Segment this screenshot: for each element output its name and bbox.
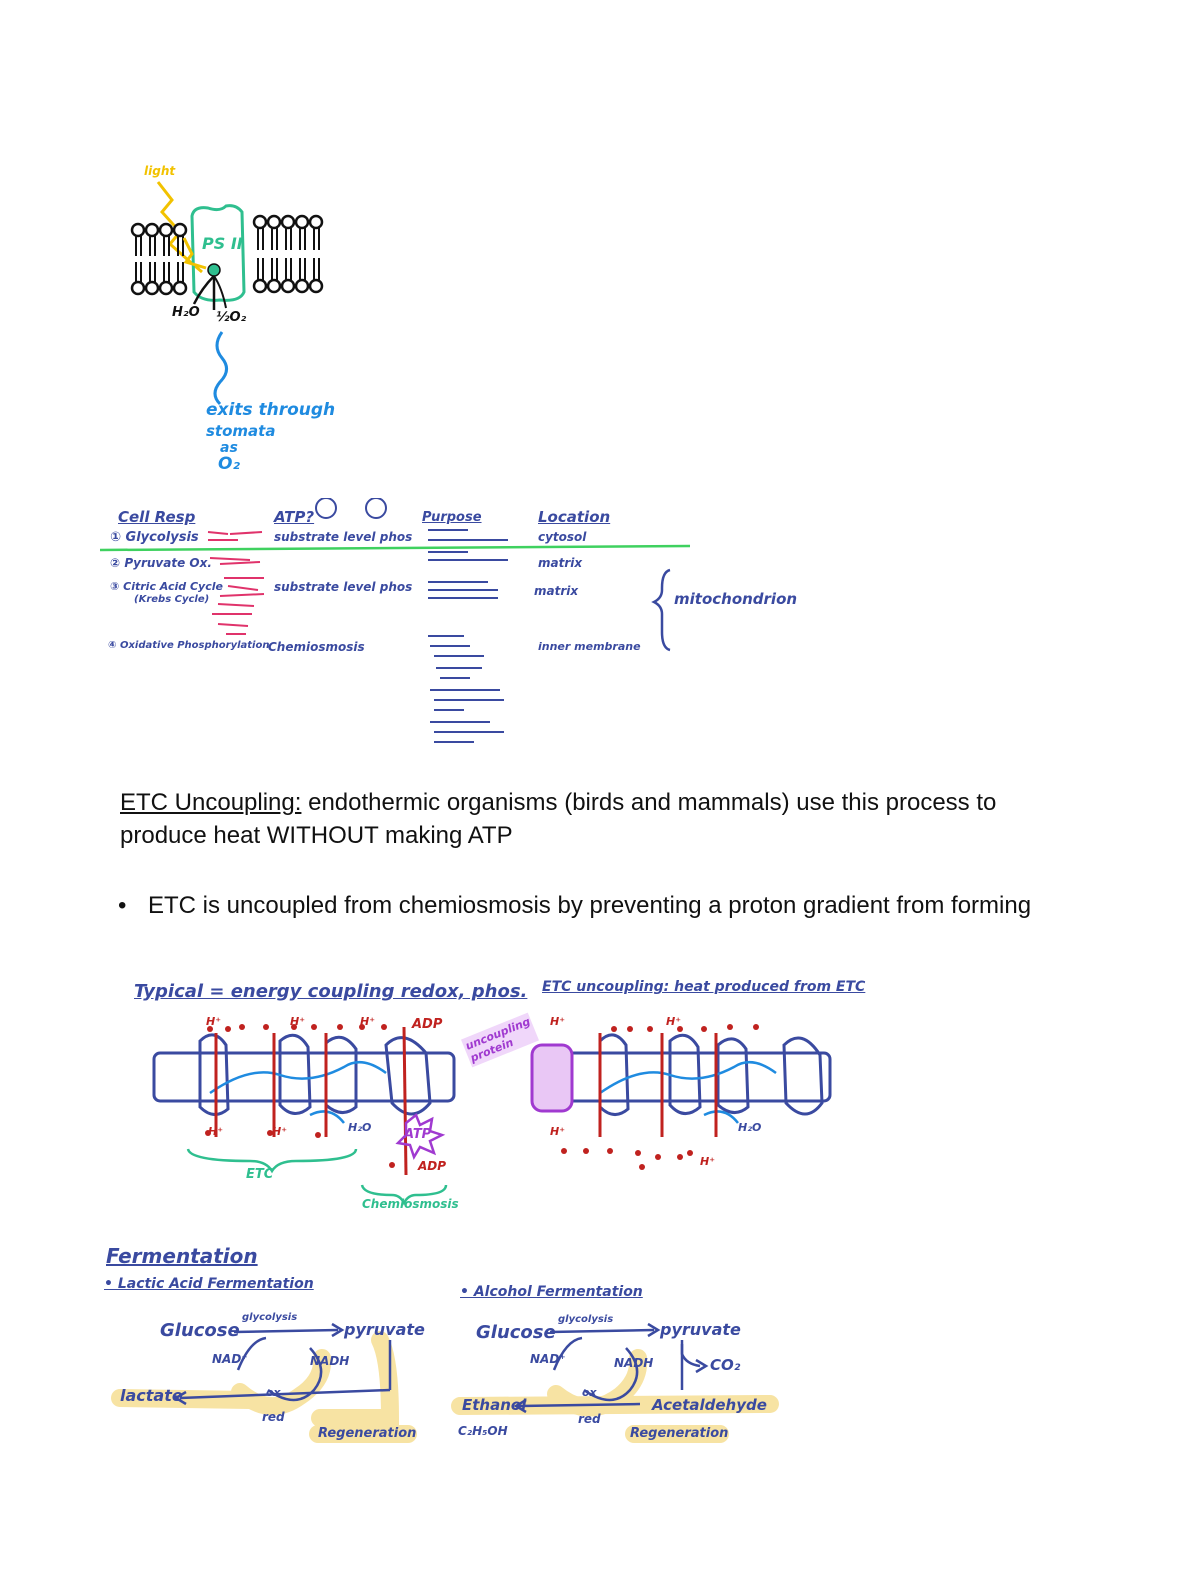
- hplus-label-left-top-2: H⁺: [290, 1015, 306, 1028]
- oxygen-label: ½O₂: [216, 310, 247, 325]
- row-pyruvate-step: ② Pyruvate Ox.: [110, 556, 212, 570]
- uncoupling-title: ETC uncoupling: heat produced from ETC: [542, 979, 866, 995]
- water-label: H₂O: [172, 305, 200, 320]
- alcohol-co2: CO₂: [710, 1356, 741, 1374]
- row-oxphos-atp: Chemiosmosis: [268, 640, 365, 654]
- lactic-title: • Lactic Acid Fermentation: [104, 1276, 314, 1292]
- uncoupling-definition: endothermic organisms (birds and mammals…: [120, 789, 997, 849]
- uncoupling-term: ETC Uncoupling:: [120, 789, 302, 816]
- row-oxphos-location: inner membrane: [538, 640, 641, 653]
- mitochondrion-label: mitochondrion: [674, 590, 798, 608]
- water-label-right: H₂O: [738, 1121, 762, 1134]
- lactic-glucose: Glucose: [160, 1320, 240, 1341]
- alcohol-ox: ox: [582, 1386, 597, 1399]
- exit-note-line-3: as: [220, 440, 238, 456]
- lactic-nadh: NADH: [310, 1354, 350, 1368]
- fermentation-title: Fermentation: [106, 1244, 258, 1268]
- cell-resp-table: Cell Resp ATP? Purpose Location ① Glycol…: [100, 498, 800, 768]
- hplus-label-right-top-2: H⁺: [666, 1015, 682, 1028]
- fermentation-ink: [111, 1322, 779, 1443]
- row-oxphos-step: ④ Oxidative Phosphorylation: [108, 640, 270, 651]
- alcohol-regen: Regeneration: [630, 1426, 729, 1441]
- fermentation-section: Fermentation • Lactic Acid Fermentation …: [100, 1240, 800, 1460]
- alcohol-glucose: Glucose: [476, 1322, 556, 1343]
- lactic-pyruvate: pyruvate: [344, 1320, 425, 1339]
- exit-note-line-4: O₂: [218, 454, 240, 474]
- alcohol-pyruvate: pyruvate: [660, 1320, 741, 1339]
- exit-note-line-2: stomata: [206, 422, 276, 440]
- hplus-label-right-top: H⁺: [550, 1015, 566, 1028]
- row-glycolysis-location: cytosol: [538, 530, 587, 544]
- row-glycolysis-step: ① Glycolysis: [110, 530, 199, 545]
- hplus-label-left-top-3: H⁺: [360, 1015, 376, 1028]
- adp-label-top: ADP: [412, 1017, 443, 1032]
- alcohol-acetaldehyde: Acetaldehyde: [652, 1396, 767, 1414]
- row-krebs-location: matrix: [534, 584, 579, 598]
- header-location: Location: [538, 508, 611, 526]
- alcohol-red: red: [578, 1412, 601, 1426]
- etc-diagram-ink: [152, 1024, 832, 1206]
- hplus-label-left-bottom: H⁺: [208, 1125, 224, 1138]
- alcohol-nadh: NADH: [614, 1356, 654, 1370]
- exit-note-line-1: exits through: [206, 400, 336, 420]
- lactic-red: red: [262, 1410, 285, 1424]
- row-glycolysis-atp: substrate level phos: [274, 530, 413, 544]
- etc-bracket-label: ETC: [246, 1167, 274, 1182]
- hplus-label-left-top: H⁺: [206, 1015, 222, 1028]
- row-krebs-sub: (Krebs Cycle): [134, 594, 210, 605]
- hplus-label-right-bottom-2: H⁺: [700, 1155, 716, 1168]
- typical-title: Typical = energy coupling redox, phos.: [134, 981, 528, 1002]
- lactic-glycolysis: glycolysis: [242, 1312, 298, 1323]
- uncoupling-bullet: ETC is uncoupled from chemiosmosis by pr…: [148, 892, 1032, 919]
- uncoupling-bullet-marker: •: [118, 892, 127, 919]
- lactic-regen: Regeneration: [318, 1426, 417, 1441]
- psii-label: PS II: [202, 234, 243, 253]
- etc-diagram: Typical = energy coupling redox, phos. E…: [130, 975, 870, 1215]
- alcohol-formula: C₂H₅OH: [458, 1424, 508, 1438]
- atp-label: ATP: [404, 1127, 432, 1142]
- table-ink: [100, 498, 691, 743]
- lactic-ox: ox: [266, 1386, 281, 1399]
- adp-label-bottom: ADP: [418, 1159, 447, 1173]
- photosystem-sketch: light PS II H₂O ½O₂ exits through stomat…: [110, 160, 430, 480]
- water-label-left: H₂O: [348, 1121, 372, 1134]
- uncoupling-paragraph: ETC Uncoupling: endothermic organisms (b…: [120, 786, 1080, 852]
- header-atp: ATP?: [274, 508, 315, 526]
- alcohol-glycolysis: glycolysis: [558, 1314, 614, 1325]
- membrane-drawing: [130, 181, 324, 406]
- header-cell-resp: Cell Resp: [118, 508, 196, 526]
- row-krebs-atp: substrate level phos: [274, 580, 413, 594]
- row-krebs-step: ③ Citric Acid Cycle: [110, 580, 223, 593]
- hplus-label-left-bottom-2: H⁺: [272, 1125, 288, 1138]
- hplus-label-right-bottom: H⁺: [550, 1125, 566, 1138]
- light-label: light: [144, 164, 176, 178]
- alcohol-title: • Alcohol Fermentation: [460, 1284, 643, 1300]
- header-purpose: Purpose: [422, 510, 482, 525]
- alcohol-nad: NAD⁺: [530, 1352, 566, 1366]
- alcohol-ethanol: Ethanol: [462, 1396, 527, 1414]
- row-pyruvate-location: matrix: [538, 556, 583, 570]
- lactic-lactate: lactate: [120, 1386, 183, 1405]
- lactic-nad: NAD⁺: [212, 1352, 248, 1366]
- chemiosmosis-bracket-label: Chemiosmosis: [362, 1197, 459, 1211]
